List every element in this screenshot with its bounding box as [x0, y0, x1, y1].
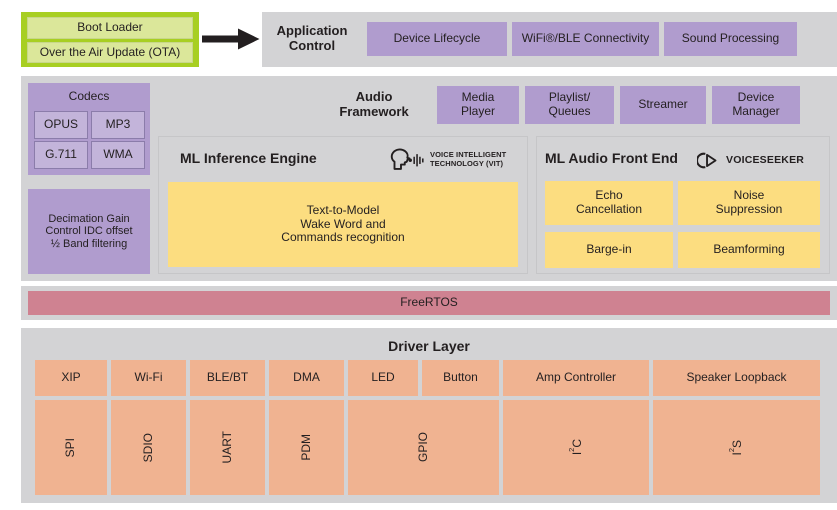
driver-uart[interactable]: UART — [190, 400, 265, 495]
driver-speaker-loopback[interactable]: Speaker Loopback — [653, 360, 820, 396]
driver-spi-label: SPI — [63, 437, 78, 458]
driver-xip[interactable]: XIP — [35, 360, 107, 396]
voiceseeker-logo: VOICESEEKER — [697, 150, 827, 170]
vit-logo-line2: TECHNOLOGY (VIT) — [430, 159, 504, 168]
playlist-queues-line2: Queues — [548, 104, 591, 118]
freertos-bar[interactable]: FreeRTOS — [28, 291, 830, 315]
driver-button[interactable]: Button — [422, 360, 499, 396]
audio-framework-title-line1: Audio — [355, 89, 393, 105]
ml-inference-body-line1: Text-to-Model — [306, 202, 380, 217]
codec-mp3[interactable]: MP3 — [91, 111, 145, 139]
device-manager-line2: Manager — [732, 104, 780, 118]
application-control-title-line2: Control — [288, 38, 336, 53]
driver-sdio-label: SDIO — [140, 432, 155, 463]
codecs-title: Codecs — [68, 89, 110, 104]
noise-suppression-line1: Noise — [733, 188, 765, 203]
ml-audio-front-end-title: ML Audio Front End — [545, 149, 678, 166]
vit-logo: VOICE INTELLIGENT TECHNOLOGY (VIT) — [390, 145, 525, 173]
decimation-line2: Control IDC offset — [45, 225, 133, 238]
voice-head-icon — [390, 148, 424, 170]
block-wifi-ble-connectivity[interactable]: WiFi®/BLE Connectivity — [512, 22, 659, 56]
media-player-line1: Media — [461, 90, 495, 105]
application-control-title: Application Control — [268, 22, 356, 56]
vit-logo-line1: VOICE INTELLIGENT — [430, 149, 507, 159]
driver-pdm-label: PDM — [298, 434, 313, 461]
decimation-block[interactable]: Decimation Gain Control IDC offset ½ Ban… — [28, 189, 150, 274]
application-control-title-line1: Application — [276, 23, 348, 39]
device-manager-line1: Device — [737, 90, 775, 105]
driver-amp-controller[interactable]: Amp Controller — [503, 360, 649, 396]
driver-ble-bt[interactable]: BLE/BT — [190, 360, 265, 396]
driver-i2c-label: I2C — [566, 439, 584, 456]
boot-loader-box[interactable]: Boot Loader — [27, 17, 193, 39]
block-noise-suppression[interactable]: Noise Suppression — [678, 181, 820, 225]
driver-dma[interactable]: DMA — [269, 360, 344, 396]
driver-wifi[interactable]: Wi-Fi — [111, 360, 186, 396]
echo-cancellation-line2: Cancellation — [575, 202, 643, 216]
driver-i2s-label: I2S — [727, 439, 745, 456]
voiceseeker-logo-text: VOICESEEKER — [726, 154, 805, 166]
ml-inference-body-line3: Commands recognition — [281, 230, 405, 245]
echo-cancellation-line1: Echo — [595, 188, 623, 203]
block-media-player[interactable]: Media Player — [437, 86, 519, 124]
voiceseeker-icon — [697, 152, 717, 168]
ml-inference-body[interactable]: Text-to-Model Wake Word and Commands rec… — [168, 182, 518, 267]
ota-update-box[interactable]: Over the Air Update (OTA) — [27, 42, 193, 63]
block-device-manager[interactable]: Device Manager — [712, 86, 800, 124]
driver-pdm[interactable]: PDM — [269, 400, 344, 495]
block-streamer[interactable]: Streamer — [620, 86, 706, 124]
driver-uart-label: UART — [219, 431, 234, 464]
block-barge-in[interactable]: Barge-in — [545, 232, 673, 268]
codec-wma[interactable]: WMA — [91, 141, 145, 169]
driver-i2c[interactable]: I2C — [503, 400, 649, 495]
audio-framework-title-line2: Framework — [339, 104, 409, 119]
driver-i2s[interactable]: I2S — [653, 400, 820, 495]
driver-gpio-label: GPIO — [415, 432, 430, 463]
driver-led[interactable]: LED — [348, 360, 418, 396]
block-echo-cancellation[interactable]: Echo Cancellation — [545, 181, 673, 225]
noise-suppression-line2: Suppression — [715, 202, 783, 216]
block-sound-processing[interactable]: Sound Processing — [664, 22, 797, 56]
block-device-lifecycle[interactable]: Device Lifecycle — [367, 22, 507, 56]
driver-layer-title: Driver Layer — [388, 337, 470, 354]
block-beamforming[interactable]: Beamforming — [678, 232, 820, 268]
audio-framework-title: Audio Framework — [320, 86, 428, 124]
media-player-line2: Player — [460, 104, 495, 118]
codec-g711[interactable]: G.711 — [34, 141, 88, 169]
decimation-line3: ½ Band filtering — [50, 237, 128, 250]
driver-spi[interactable]: SPI — [35, 400, 107, 495]
driver-gpio[interactable]: GPIO — [348, 400, 499, 495]
driver-sdio[interactable]: SDIO — [111, 400, 186, 495]
arrow-right-icon — [202, 28, 260, 50]
codec-opus[interactable]: OPUS — [34, 111, 88, 139]
playlist-queues-line1: Playlist/ — [548, 90, 591, 105]
block-playlist-queues[interactable]: Playlist/ Queues — [525, 86, 614, 124]
ml-inference-body-line2: Wake Word and — [300, 216, 386, 231]
decimation-line1: Decimation Gain — [48, 212, 130, 225]
ml-inference-title: ML Inference Engine — [180, 149, 317, 166]
